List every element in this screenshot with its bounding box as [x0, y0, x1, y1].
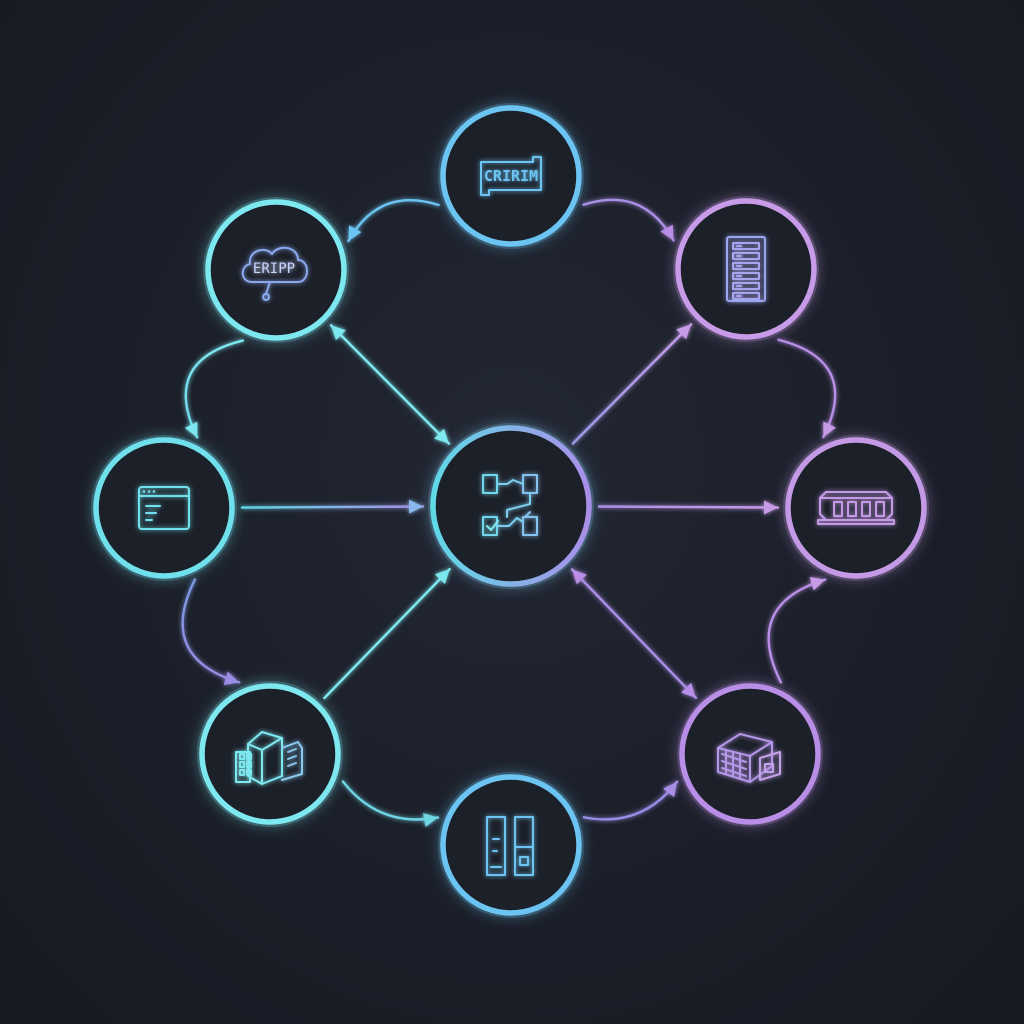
node-hub[interactable]	[428, 423, 594, 589]
edge-line	[329, 324, 451, 445]
edge-hub-to-server-rack	[571, 323, 693, 445]
node-ring	[679, 683, 821, 825]
edge-line	[240, 505, 425, 509]
node-buildings[interactable]	[197, 681, 343, 827]
arrowhead-end	[348, 225, 362, 242]
edge-buildings-to-hub	[323, 567, 451, 700]
arrowhead-end	[681, 682, 696, 698]
cloud-label-icon	[241, 246, 308, 283]
edge-line	[570, 568, 698, 700]
node-ring	[440, 105, 582, 247]
edge-line	[181, 578, 241, 684]
arrowhead-end	[422, 813, 439, 827]
node-ring	[205, 199, 347, 341]
edge-columns-to-warehouse	[582, 780, 679, 821]
arrowhead-end	[660, 224, 674, 241]
edges-layer	[181, 198, 837, 827]
server-rack-icon	[726, 236, 766, 302]
edge-app-window-to-hub	[240, 499, 425, 514]
buildings-icon	[235, 731, 303, 785]
arrowhead-end	[763, 500, 779, 515]
arrowhead-start	[572, 569, 587, 585]
arrowhead-start	[331, 325, 346, 341]
edge-warehouse-to-storage-array	[767, 577, 827, 684]
node-ring	[430, 425, 592, 587]
edge-line	[184, 339, 244, 439]
node-columns[interactable]	[438, 772, 584, 918]
cloud-tail	[262, 281, 271, 301]
app-window-icon	[138, 486, 190, 530]
arrowhead-end	[823, 421, 836, 438]
storage-array-icon	[817, 491, 895, 525]
arrowhead-end	[676, 324, 692, 340]
arrowhead-end	[184, 421, 198, 438]
edge-buildings-to-columns	[341, 780, 440, 827]
edge-line	[582, 780, 679, 821]
database-columns-icon	[486, 816, 534, 876]
node-ring	[440, 774, 582, 916]
node-app-window[interactable]	[91, 435, 237, 581]
edge-server-rack-to-storage-array	[777, 338, 837, 439]
edge-line	[777, 338, 837, 439]
node-ring	[199, 683, 341, 825]
edge-line	[597, 505, 780, 509]
node-erp[interactable]: ERIPP	[203, 197, 349, 343]
arrowhead-end	[223, 671, 240, 685]
terminal-label-icon	[480, 156, 542, 196]
edge-hub-to-storage-array	[597, 500, 780, 515]
edge-terminal-to-erp	[347, 199, 440, 243]
warehouse-boxes-icon	[717, 733, 781, 783]
edge-app-window-to-buildings	[181, 578, 241, 685]
edge-line	[582, 198, 675, 242]
edge-terminal-to-server-rack	[582, 198, 675, 242]
workflow-icon	[482, 474, 538, 536]
node-ring	[93, 437, 235, 579]
edge-line	[767, 578, 827, 684]
arrowhead-end	[809, 577, 826, 591]
nodes-layer: CRIRIM ERIPP	[91, 103, 929, 918]
edge-hub-to-warehouse	[570, 568, 698, 700]
node-label-text: ERIPP	[253, 261, 295, 277]
edge-line	[571, 323, 693, 445]
node-server-rack[interactable]	[673, 196, 819, 342]
edge-erp-to-app-window	[184, 339, 244, 439]
edge-line	[323, 567, 451, 700]
edge-erp-to-hub	[329, 324, 451, 445]
arrowhead-end	[408, 499, 424, 514]
node-storage-array[interactable]	[783, 435, 929, 581]
node-label-text: CRIRIM	[484, 167, 538, 185]
node-terminal[interactable]: CRIRIM	[438, 103, 584, 249]
node-warehouse[interactable]	[677, 681, 823, 827]
arrowhead-end	[663, 781, 678, 798]
arrowhead-end	[434, 428, 449, 444]
edge-line	[347, 199, 440, 243]
arrowhead-end	[434, 569, 450, 585]
